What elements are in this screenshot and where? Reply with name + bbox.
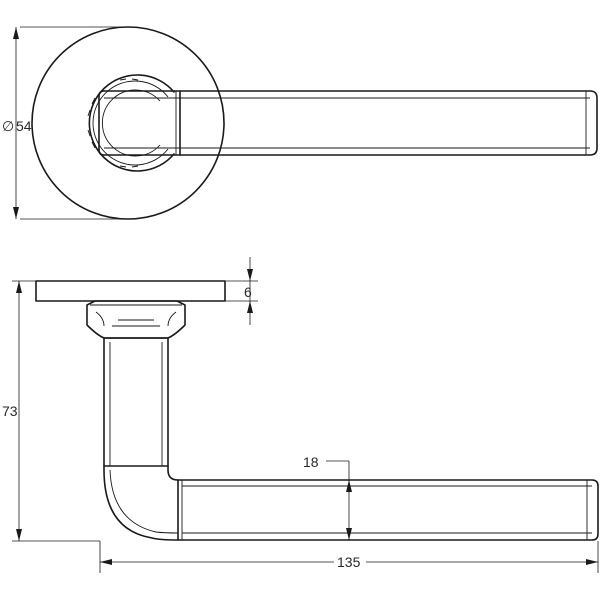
collar-knurl-marks	[87, 78, 139, 168]
rose-disc-outline	[31, 26, 225, 220]
thickness-value-label: 6	[244, 284, 252, 300]
collar-inner-ring	[92, 80, 169, 166]
thickness-arrow-bottom	[247, 301, 253, 313]
collar-outer-ring	[88, 74, 175, 172]
height-arrow-top	[16, 281, 22, 293]
diameter-arrow-top	[13, 27, 19, 39]
height-value-label: 73	[2, 403, 18, 419]
length-label-backdrop	[334, 553, 366, 569]
height-arrow-bottom	[16, 529, 22, 541]
lever-thickness-arrow-bottom	[346, 528, 352, 540]
lever-side-outline	[103, 337, 599, 541]
lever-bar-top-outline	[98, 90, 598, 156]
rose-plate-side	[35, 280, 226, 302]
diameter-value-label: 54	[16, 118, 32, 134]
top-view: ∅ 54	[2, 26, 598, 220]
collar-side-curves	[95, 311, 177, 327]
collar-side-detail	[112, 319, 160, 327]
diameter-arrow-bottom	[13, 207, 19, 219]
length-value-label: 135	[337, 554, 361, 570]
diameter-symbol: ∅	[2, 118, 14, 134]
collar-side-outline	[86, 300, 186, 339]
lever-thickness-value-label: 18	[303, 454, 319, 470]
length-arrow-left	[100, 559, 112, 565]
lever-bend-inner-curve	[109, 469, 179, 534]
length-arrow-right	[586, 559, 598, 565]
thickness-arrow-top	[247, 269, 253, 281]
side-view: 6 73 18 135	[2, 257, 599, 573]
collar-core-ring	[101, 89, 161, 157]
lever-thickness-arrow-top	[346, 480, 352, 492]
